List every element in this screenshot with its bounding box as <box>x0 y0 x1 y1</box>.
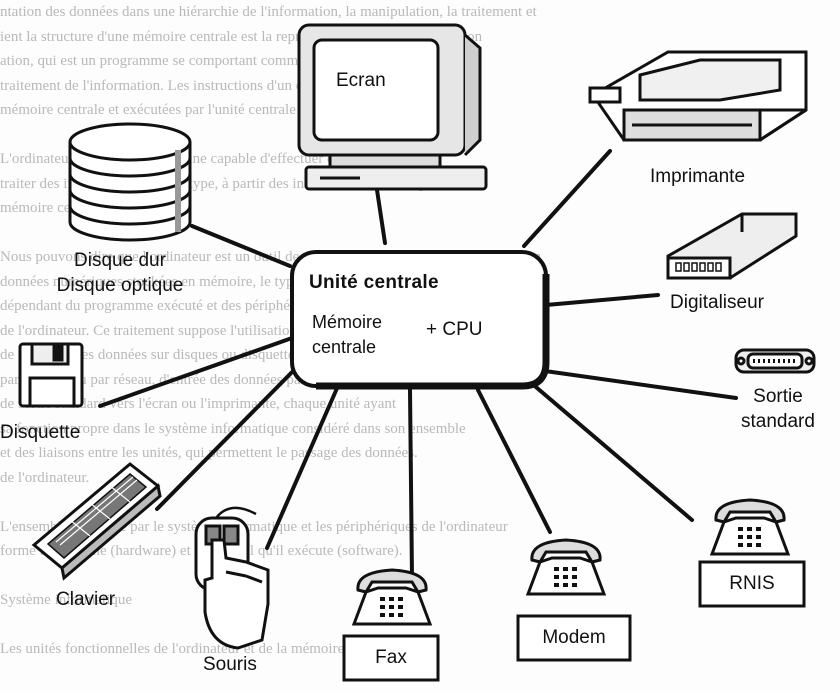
connector-modem <box>476 388 552 534</box>
bg-line: de l'ordinateur. <box>0 469 90 486</box>
label-souris: Souris <box>203 654 257 675</box>
connector-clavier <box>155 360 304 511</box>
bg-line: mémoire centrale et exécutées par l'unit… <box>0 102 296 118</box>
serial-port-icon <box>734 348 816 374</box>
monitor-icon <box>297 23 488 191</box>
memory-line-1: Mémoire <box>312 312 383 332</box>
label-fax: Fax <box>375 647 407 668</box>
connector-sortie <box>536 368 738 400</box>
label-disquette: Disquette <box>0 422 81 443</box>
printer-icon <box>588 50 808 142</box>
label-clavier: Clavier <box>56 589 116 610</box>
connector-lines <box>98 149 738 580</box>
floppy-icon <box>18 342 84 408</box>
bg-line: Les unités fonctionnelles de l'ordinateu… <box>0 641 396 657</box>
digitizer-icon <box>666 212 798 280</box>
connector-souris <box>265 384 340 550</box>
label-disque-line-1: Disque dur <box>74 250 166 271</box>
bg-line: ntation des données dans une hiérarchie … <box>0 4 537 20</box>
keyboard-icon <box>31 462 162 581</box>
bg-line: et des liaisons entre les unités, qui pe… <box>0 445 418 461</box>
connector-disquette <box>98 336 294 408</box>
bg-line: de sortie standard vers l'écran ou l'imp… <box>0 396 397 412</box>
connector-fax <box>408 388 414 580</box>
bg-line: sa fonction propre dans le système infor… <box>0 420 466 437</box>
connector-ecran <box>375 188 387 245</box>
connector-imprimante <box>522 149 612 248</box>
connector-rnis <box>528 380 694 522</box>
central-unit-title: Unité centrale <box>309 272 439 293</box>
label-disque: Disque dur Disque optique <box>22 248 218 298</box>
modem-phone-icon <box>516 538 632 662</box>
fax-phone-icon <box>342 568 440 682</box>
label-imprimante: Imprimante <box>650 166 746 187</box>
rnis-phone-icon <box>698 498 806 608</box>
label-modem: Modem <box>542 627 606 648</box>
central-unit-shadow <box>316 274 550 390</box>
central-unit-memory: Mémoire centrale <box>312 310 382 360</box>
connector-digitaliseur <box>544 293 660 307</box>
label-ecran: Ecran <box>336 70 386 91</box>
label-disque-line-2: Disque optique <box>56 275 184 296</box>
mouse-icon <box>194 506 270 650</box>
label-digitaliseur: Digitaliseur <box>670 292 764 313</box>
label-sortie-line-1: Sortie <box>753 386 803 407</box>
disk-stack-icon <box>68 122 192 242</box>
label-sortie: Sortie standard <box>728 384 828 434</box>
connector-disque <box>190 224 292 268</box>
label-sortie-line-2: standard <box>741 411 815 432</box>
bg-line: Système informatique <box>0 592 133 608</box>
memory-line-2: centrale <box>312 337 377 357</box>
central-unit-cpu: + CPU <box>426 319 483 340</box>
label-rnis: RNIS <box>729 573 775 594</box>
